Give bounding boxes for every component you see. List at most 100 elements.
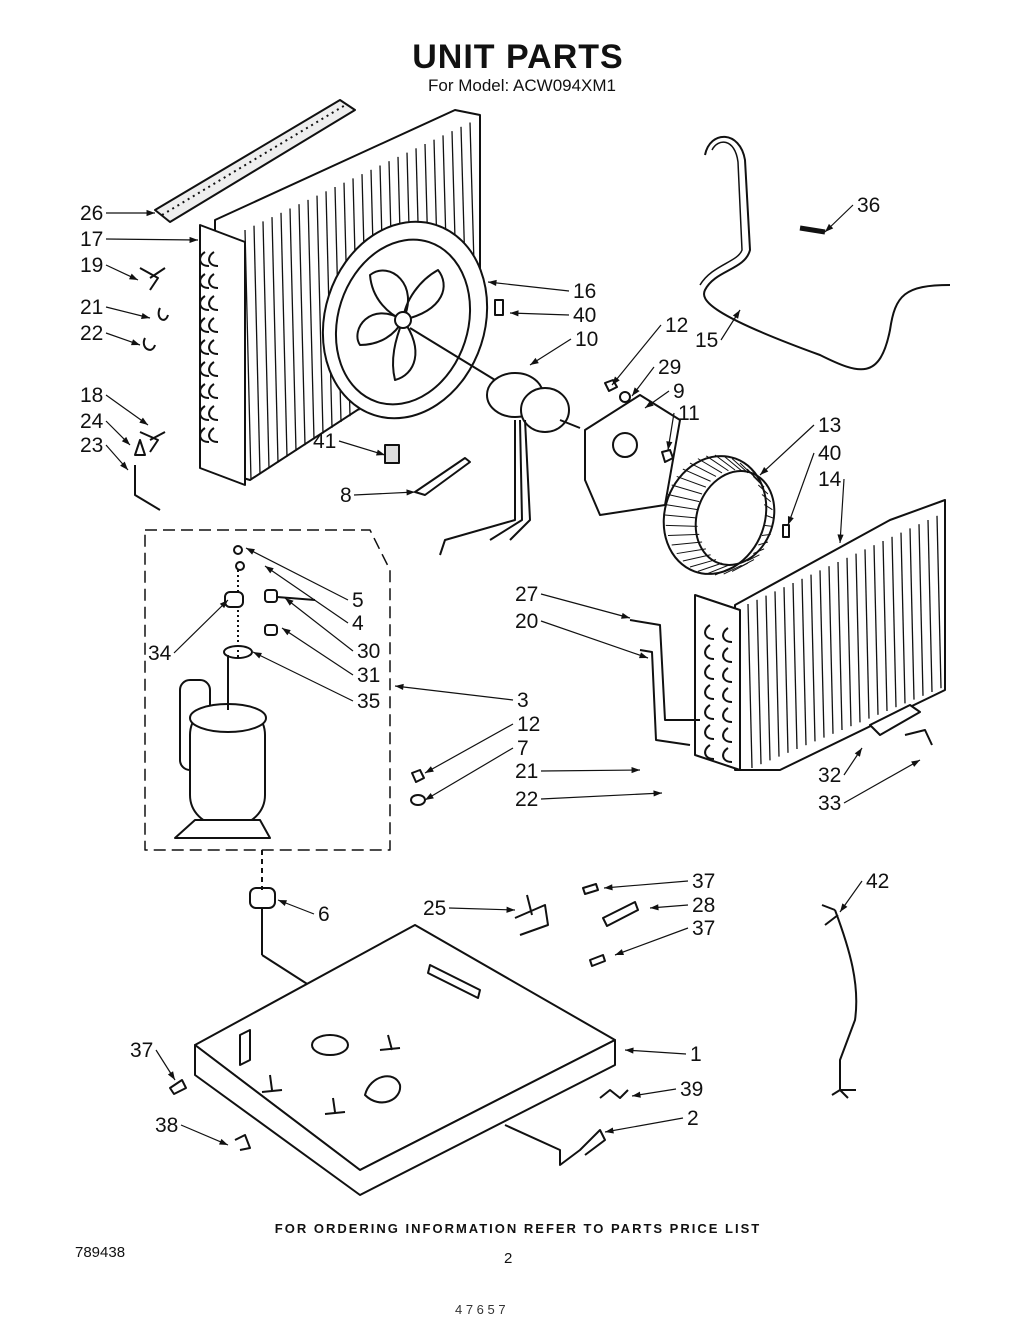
callout-number: 23 [80, 434, 103, 457]
leader-arrowhead [121, 436, 130, 445]
leader-arrowhead [395, 683, 404, 691]
foam-strip [154, 99, 356, 223]
base-pan [194, 924, 616, 1196]
leader-line [353, 491, 416, 496]
leader-arrowhead [265, 566, 274, 574]
leader-line [252, 651, 354, 702]
callout-number: 17 [80, 228, 103, 251]
callout-number: 22 [515, 788, 538, 811]
leader-line [843, 759, 921, 804]
leader-arrowhead [645, 400, 654, 408]
callout-number: 38 [155, 1114, 178, 1137]
leader-arrowhead [732, 310, 740, 319]
blower-wheel [662, 454, 776, 576]
leader-arrowhead [604, 884, 613, 891]
callout-number: 10 [575, 328, 598, 351]
leader-line [173, 599, 229, 654]
callout-number: 8 [340, 484, 352, 507]
leader-arrowhead [278, 900, 287, 906]
callout-number: 34 [148, 642, 172, 665]
callout-number: 18 [80, 384, 103, 407]
capillary-tube [703, 135, 951, 371]
leader-arrowhead [376, 449, 385, 456]
leader-arrowhead [825, 223, 834, 232]
page-number: 2 [504, 1250, 513, 1267]
callout-number: 32 [818, 764, 841, 787]
callout-number: 40 [573, 304, 596, 327]
leader-line [540, 620, 649, 659]
leader-arrowhead [141, 312, 150, 319]
leader-arrowhead [639, 652, 648, 659]
leader-arrowhead [131, 339, 140, 346]
leader-line [264, 565, 349, 624]
leader-arrowhead [146, 209, 155, 217]
leader-line [424, 723, 514, 774]
leader-line [424, 747, 514, 801]
callout-number: 40 [818, 442, 841, 465]
leader-arrowhead [615, 949, 624, 955]
model-subtitle: For Model: ACW094XM1 [428, 76, 617, 95]
callout-number: 15 [695, 329, 718, 352]
leader-arrowhead [666, 441, 673, 450]
compressor-assembly-box [144, 529, 391, 851]
document-number: 789438 [75, 1244, 126, 1261]
bracket [414, 457, 471, 496]
callout-number: 1 [690, 1043, 702, 1066]
leader-line [540, 792, 663, 800]
compressor [174, 545, 316, 839]
leader-line [611, 324, 662, 386]
fan-shroud [321, 220, 489, 420]
leader-arrowhead [506, 906, 515, 913]
fan-motor [409, 327, 581, 556]
leader-line [604, 1117, 684, 1133]
callout-number: 2 [687, 1107, 699, 1130]
scan-mark: 4 7 6 5 7 [455, 1302, 506, 1317]
callout-number: 28 [692, 894, 715, 917]
callout-number: 39 [680, 1078, 703, 1101]
callout-number: 13 [818, 414, 841, 437]
callout-number: 5 [352, 589, 364, 612]
callout-number: 21 [515, 760, 538, 783]
leader-arrowhead [285, 598, 294, 606]
callout-number: 3 [517, 689, 529, 712]
leader-arrowhead [425, 793, 434, 800]
page-title: UNIT PARTS [412, 38, 624, 76]
leader-arrowhead [631, 766, 640, 774]
leader-arrowhead [911, 760, 920, 767]
leader-arrowhead [530, 357, 539, 365]
nut [604, 379, 618, 392]
leader-line [787, 452, 815, 526]
leader-arrowhead [621, 612, 630, 619]
leader-arrowhead [632, 1091, 641, 1098]
leader-arrowhead [650, 904, 659, 911]
leader-arrowhead [189, 236, 198, 243]
leader-arrowhead [406, 489, 415, 496]
callout-number: 31 [357, 664, 380, 687]
leader-line [839, 478, 845, 544]
callout-number: 9 [673, 380, 685, 403]
callout-number: 20 [515, 610, 538, 633]
callout-number: 24 [80, 410, 104, 433]
leader-line [448, 907, 516, 911]
leader-arrowhead [632, 387, 640, 396]
callout-number: 14 [818, 468, 842, 491]
ordering-info-note: FOR ORDERING INFORMATION REFER TO PARTS … [274, 1221, 762, 1236]
leader-arrowhead [167, 1071, 175, 1080]
leader-arrowhead [625, 1047, 634, 1054]
leader-arrowhead [837, 534, 844, 543]
bracket [869, 704, 921, 736]
callout-number: 27 [515, 583, 538, 606]
leader-arrowhead [612, 376, 620, 385]
leader-line [105, 238, 199, 241]
callout-number: 36 [857, 194, 880, 217]
leader-line [614, 927, 689, 956]
callout-number: 37 [130, 1039, 153, 1062]
leader-arrowhead [282, 628, 291, 636]
callout-number: 42 [866, 870, 889, 893]
callout-number: 37 [692, 870, 715, 893]
leader-arrowhead [219, 1138, 228, 1145]
leader-line [603, 880, 689, 889]
leader-arrowhead [488, 279, 497, 287]
leader-arrowhead [510, 310, 519, 317]
